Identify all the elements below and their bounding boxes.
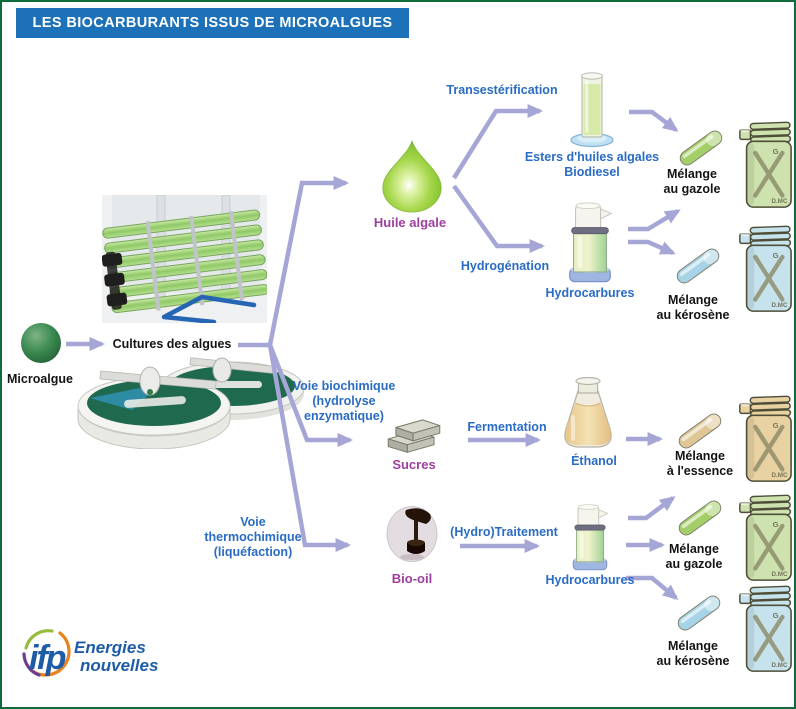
svg-text:G: G bbox=[773, 251, 779, 260]
hydrocarbures-bottom-label: Hydrocarbures bbox=[545, 573, 635, 587]
fuel-tube-gazole-icon bbox=[675, 497, 725, 539]
transesterification-label: Transestérification bbox=[446, 83, 558, 97]
melange-kerosene-bottom-label: Mélange au kérosène bbox=[656, 639, 730, 668]
svg-text:D.MC: D.MC bbox=[771, 472, 787, 479]
svg-text:G: G bbox=[773, 611, 779, 620]
bio-oil-label: Bio-oil bbox=[391, 571, 433, 586]
hydrocarbures-top-label: Hydrocarbures bbox=[545, 286, 635, 300]
erlenmeyer-flask-icon bbox=[564, 376, 612, 448]
photobioreactor-image bbox=[102, 195, 267, 323]
svg-text:D.MC: D.MC bbox=[771, 198, 787, 205]
voie-biochimique-label: Voie biochimique (hydrolyse enzymatique) bbox=[292, 379, 396, 423]
melange-kerosene-top-label: Mélange au kérosène bbox=[656, 293, 730, 322]
title-banner: LES BIOCARBURANTS ISSUS DE MICROALGUES bbox=[16, 8, 409, 38]
svg-text:D.MC: D.MC bbox=[771, 662, 787, 669]
svg-text:G: G bbox=[773, 147, 779, 156]
page-title: LES BIOCARBURANTS ISSUS DE MICROALGUES bbox=[32, 15, 393, 31]
jerrycan-gazole-icon: G D.MC bbox=[734, 494, 794, 583]
measuring-cylinder-icon bbox=[570, 72, 614, 148]
fuel-tube-kerosene-icon bbox=[674, 592, 724, 634]
hydrogenation-label: Hydrogénation bbox=[460, 259, 550, 273]
fuel-tube-gazole-icon bbox=[676, 127, 726, 169]
svg-text:nouvelles: nouvelles bbox=[80, 656, 158, 675]
huile-algale-label: Huile algale bbox=[373, 215, 447, 230]
svg-text:Energies: Energies bbox=[74, 638, 146, 657]
fuel-tube-essence-icon bbox=[675, 410, 725, 452]
svg-text:D.MC: D.MC bbox=[771, 571, 787, 578]
jerrycan-kerosene-icon: G D.MC bbox=[734, 225, 794, 314]
jerrycan-gazole-icon: G D.MC bbox=[734, 121, 794, 210]
cultures-label: Cultures des algues bbox=[112, 337, 232, 351]
fermentation-label: Fermentation bbox=[467, 420, 547, 434]
fuel-tube-kerosene-icon bbox=[673, 245, 723, 287]
microalgue-label: Microalgue bbox=[7, 372, 73, 386]
sugar-blocks-icon bbox=[387, 419, 441, 453]
esters-biodiesel-label: Esters d'huiles algales Biodiesel bbox=[524, 150, 660, 179]
raceway-ponds-image bbox=[77, 357, 305, 449]
svg-text:G: G bbox=[773, 520, 779, 529]
sucres-label: Sucres bbox=[392, 457, 436, 472]
bio-oil-photo bbox=[386, 506, 438, 562]
melange-gazole-bottom-label: Mélange au gazole bbox=[665, 542, 723, 571]
voie-thermochimique-label: Voie thermochimique (liquéfaction) bbox=[204, 515, 302, 559]
jerrycan-essence-icon: G D.MC bbox=[734, 395, 794, 484]
microalgae-sphere-icon bbox=[21, 323, 61, 363]
hydrotraitement-label: (Hydro)Traitement bbox=[450, 525, 558, 539]
oil-droplet-icon bbox=[382, 139, 442, 213]
melange-essence-label: Mélange à l'essence bbox=[666, 449, 734, 478]
ethanol-label: Éthanol bbox=[571, 454, 617, 468]
jerrycan-kerosene-icon: G D.MC bbox=[734, 585, 794, 674]
svg-text:ifp: ifp bbox=[29, 639, 66, 677]
ifp-logo: ifp Energies nouvelles bbox=[22, 629, 158, 677]
reactor-vessel-icon bbox=[561, 198, 619, 286]
reactor-vessel-icon bbox=[563, 501, 617, 573]
melange-gazole-top-label: Mélange au gazole bbox=[663, 167, 721, 196]
svg-text:G: G bbox=[773, 421, 779, 430]
svg-text:D.MC: D.MC bbox=[771, 302, 787, 309]
